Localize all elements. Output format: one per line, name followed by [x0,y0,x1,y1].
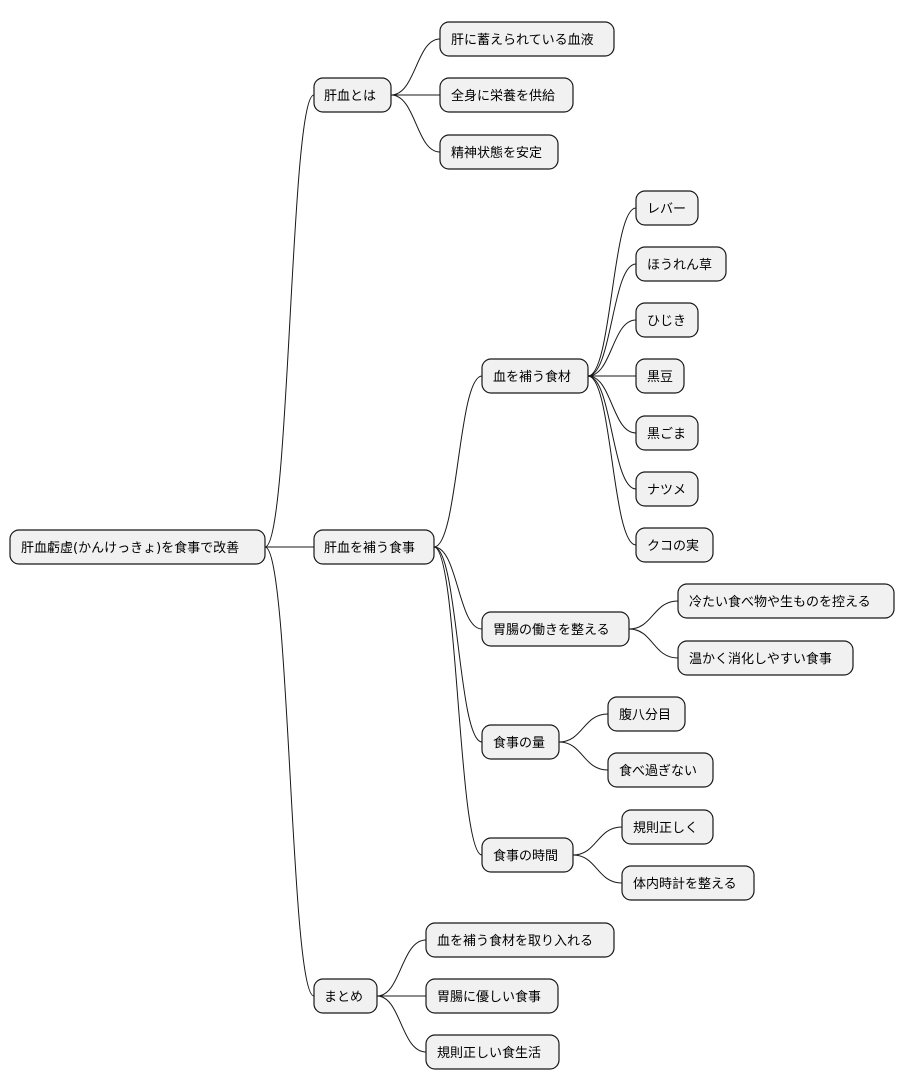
svg-text:食事の時間: 食事の時間 [493,848,558,864]
edge-ichou-2 [628,628,679,659]
branch-node-kanketsu-towa: 肝血とは [313,77,392,113]
svg-text:肝血とは: 肝血とは [324,89,376,104]
leaf-node: 体内時計を整える [621,865,755,901]
svg-text:肝血を補う食事: 肝血を補う食事 [324,540,415,556]
sub-branch-node-ryou: 食事の量 [481,724,560,760]
leaf-node: レバー [635,190,699,226]
edge-ryou-1 [558,713,609,743]
leaf-node: 血を補う食材を取り入れる [425,922,615,958]
edge-shokuzai-7 [587,375,637,546]
svg-text:腹八分目: 腹八分目 [619,707,671,723]
edge-kanketsu-3 [390,94,441,153]
svg-text:肝に蓄えられている血液: 肝に蓄えられている血液 [451,33,594,48]
edge-shokuzai-6 [587,375,637,490]
leaf-node: 精神状態を安定 [439,134,559,170]
svg-text:精神状態を安定: 精神状態を安定 [451,145,542,161]
branch-node-matome: まとめ [313,978,378,1014]
svg-text:規則正しく: 規則正しく [633,821,698,836]
leaf-node: 腹八分目 [607,696,686,732]
leaf-node: クコの実 [635,527,714,563]
leaf-node: 温かく消化しやすい食事 [677,640,854,676]
svg-text:血を補う食材を取り入れる: 血を補う食材を取り入れる [437,933,593,949]
svg-text:まとめ: まとめ [324,990,363,1005]
svg-text:規則正しい食生活: 規則正しい食生活 [437,1045,541,1061]
svg-text:クコの実: クコの実 [647,538,699,554]
edges [264,38,679,1053]
edge-root-kanketsu [264,94,315,548]
svg-text:胃腸に優しい食事: 胃腸に優しい食事 [437,989,541,1005]
edge-shokuzai-1 [587,207,637,377]
svg-text:ほうれん草: ほうれん草 [647,258,712,273]
svg-text:冷たい食べ物や生ものを控える: 冷たい食べ物や生ものを控える [689,594,871,610]
edge-jikan-2 [572,854,623,884]
leaf-node: 全身に栄養を供給 [439,77,574,113]
edge-root-matome [264,546,315,997]
leaf-node: 規則正しく [621,809,714,845]
edge-jikan-1 [572,826,623,856]
edge-hokyo-shokuzai [433,375,483,548]
leaf-node: ほうれん草 [635,246,727,282]
svg-text:食事の量: 食事の量 [493,735,545,751]
svg-text:黒ごま: 黒ごま [647,426,686,442]
edge-shokuzai-2 [587,263,637,377]
svg-text:食べ過ぎない: 食べ過ぎない [619,763,697,779]
leaf-node: 冷たい食べ物や生ものを控える [677,583,895,619]
sub-branch-node-jikan: 食事の時間 [481,837,574,873]
edge-shokuzai-3 [587,319,637,377]
edge-kanketsu-1 [390,38,441,96]
leaf-node: 規則正しい食生活 [425,1034,560,1070]
svg-text:肝血虧虚(かんけっきょ)を食事で改善: 肝血虧虚(かんけっきょ)を食事で改善 [21,540,239,556]
svg-text:血を補う食材: 血を補う食材 [493,369,571,385]
svg-text:胃腸の働きを整える: 胃腸の働きを整える [493,623,610,638]
svg-text:温かく消化しやすい食事: 温かく消化しやすい食事 [689,651,832,667]
svg-text:ひじき: ひじき [647,314,686,329]
leaf-node: 肝に蓄えられている血液 [439,21,615,57]
edge-hokyo-jikan [433,546,483,856]
svg-text:ナツメ: ナツメ [647,483,686,498]
svg-text:体内時計を整える: 体内時計を整える [633,876,737,892]
leaf-node: ナツメ [635,471,699,507]
svg-text:黒豆: 黒豆 [647,370,673,385]
edge-hokyo-ichou [433,546,483,630]
sub-branch-node-ichou: 胃腸の働きを整える [481,611,630,647]
nodes: 肝血虧虚(かんけっきょ)を食事で改善 肝血とは 肝血を補う食事 まとめ 肝に蓄え… [9,21,895,1070]
root-node: 肝血虧虚(かんけっきょ)を食事で改善 [9,529,266,565]
edge-matome-1 [376,939,427,997]
leaf-node: 黒ごま [635,415,699,451]
edge-hokyo-ryou [433,546,483,743]
sub-branch-node-shokuzai: 血を補う食材 [481,358,589,394]
leaf-node: 食べ過ぎない [607,752,714,788]
leaf-node: 黒豆 [635,358,685,394]
edge-matome-3 [376,995,427,1053]
edge-ichou-1 [628,600,679,630]
edge-ryou-2 [558,741,609,771]
branch-node-kanketsu-hokyo: 肝血を補う食事 [313,529,435,565]
edge-shokuzai-5 [587,375,637,434]
leaf-node: ひじき [635,302,699,338]
svg-text:レバー: レバー [647,202,686,217]
leaf-node: 胃腸に優しい食事 [425,978,559,1014]
svg-text:全身に栄養を供給: 全身に栄養を供給 [451,88,555,104]
